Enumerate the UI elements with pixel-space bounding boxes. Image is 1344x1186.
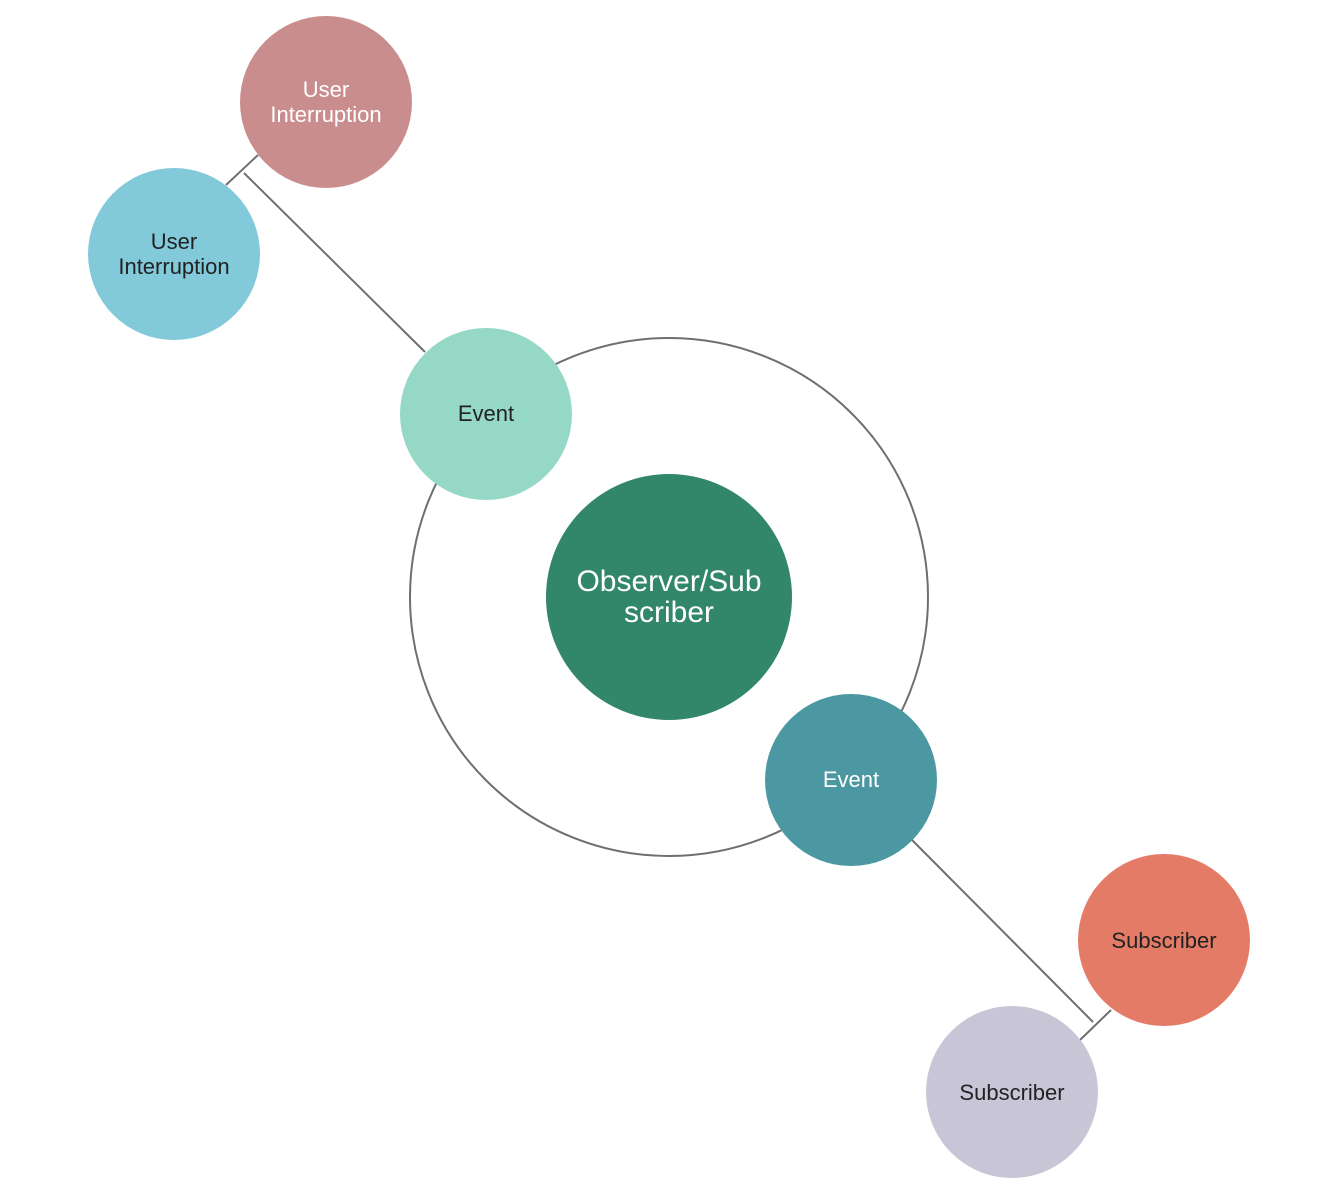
- interruption-node-1-label-line-2: Interruption: [270, 102, 381, 127]
- event-node-2-label: Event: [823, 767, 879, 792]
- center-node-label-line-2: scriber: [624, 596, 714, 629]
- interruption-node-1-label-line-1: User: [303, 77, 349, 102]
- subscriber-node-2-circle: [926, 1006, 1098, 1178]
- interruption-node-2-circle: [88, 168, 260, 340]
- connector-interruption-link: [225, 154, 259, 186]
- center-node-circle: [546, 474, 792, 720]
- subscriber-node-2: Subscriber: [926, 1006, 1098, 1178]
- subscriber-node-1-circle: [1078, 854, 1250, 1026]
- subscriber-node-2-label: Subscriber: [959, 1080, 1064, 1105]
- orbit-ring: [409, 337, 929, 857]
- connector-event-to-subscriber-branch: [911, 839, 1094, 1023]
- event-node-1-label: Event: [458, 401, 514, 426]
- interruption-node-2-label-line-1: User: [151, 229, 197, 254]
- event-node-1-circle: [400, 328, 572, 500]
- interruption-node-2: User Interruption: [88, 168, 260, 340]
- connector-event-to-interruption-branch: [243, 172, 426, 353]
- interruption-node-1-circle: [240, 16, 412, 188]
- subscriber-node-1: Subscriber: [1078, 854, 1250, 1026]
- event-node-1: Event: [400, 328, 572, 500]
- event-node-2-circle: [765, 694, 937, 866]
- center-node: Observer/Sub scriber: [546, 474, 792, 720]
- connector-subscriber-link: [1079, 1009, 1112, 1041]
- interruption-node-1: User Interruption: [240, 16, 412, 188]
- subscriber-node-1-label: Subscriber: [1111, 928, 1216, 953]
- center-node-label-line-1: Observer/Sub: [576, 565, 761, 598]
- event-node-2: Event: [765, 694, 937, 866]
- interruption-node-2-label-line-2: Interruption: [118, 254, 229, 279]
